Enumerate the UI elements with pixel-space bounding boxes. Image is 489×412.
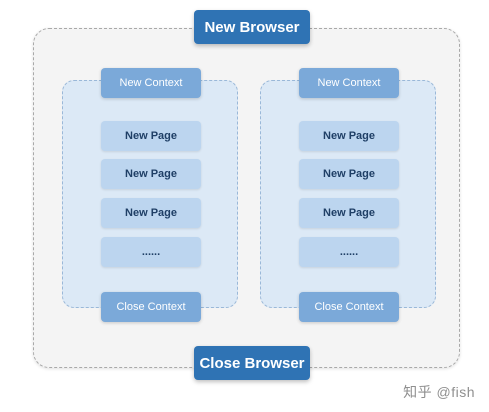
page-box: New Page	[299, 121, 399, 151]
context-container-2	[260, 80, 436, 308]
page-box: New Page	[299, 159, 399, 189]
new-browser-box: New Browser	[194, 10, 310, 44]
close-context-box-2: Close Context	[299, 292, 399, 322]
page-box: New Page	[299, 198, 399, 228]
page-box: New Page	[101, 159, 201, 189]
new-context-box-2: New Context	[299, 68, 399, 98]
page-box: New Page	[101, 121, 201, 151]
page-box: New Page	[101, 198, 201, 228]
close-browser-box: Close Browser	[194, 346, 310, 380]
context-container-1	[62, 80, 238, 308]
ellipsis-box: ......	[101, 237, 201, 267]
ellipsis-box: ......	[299, 237, 399, 267]
close-context-box-1: Close Context	[101, 292, 201, 322]
watermark: 知乎 @fish	[403, 384, 475, 400]
new-context-box-1: New Context	[101, 68, 201, 98]
